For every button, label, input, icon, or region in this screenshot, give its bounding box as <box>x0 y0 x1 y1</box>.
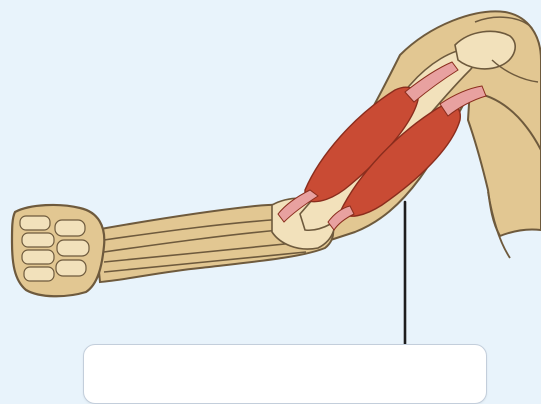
diagram-stage <box>0 0 541 379</box>
muscle-label-box <box>83 344 487 404</box>
arm-anatomy-illustration <box>0 0 541 379</box>
